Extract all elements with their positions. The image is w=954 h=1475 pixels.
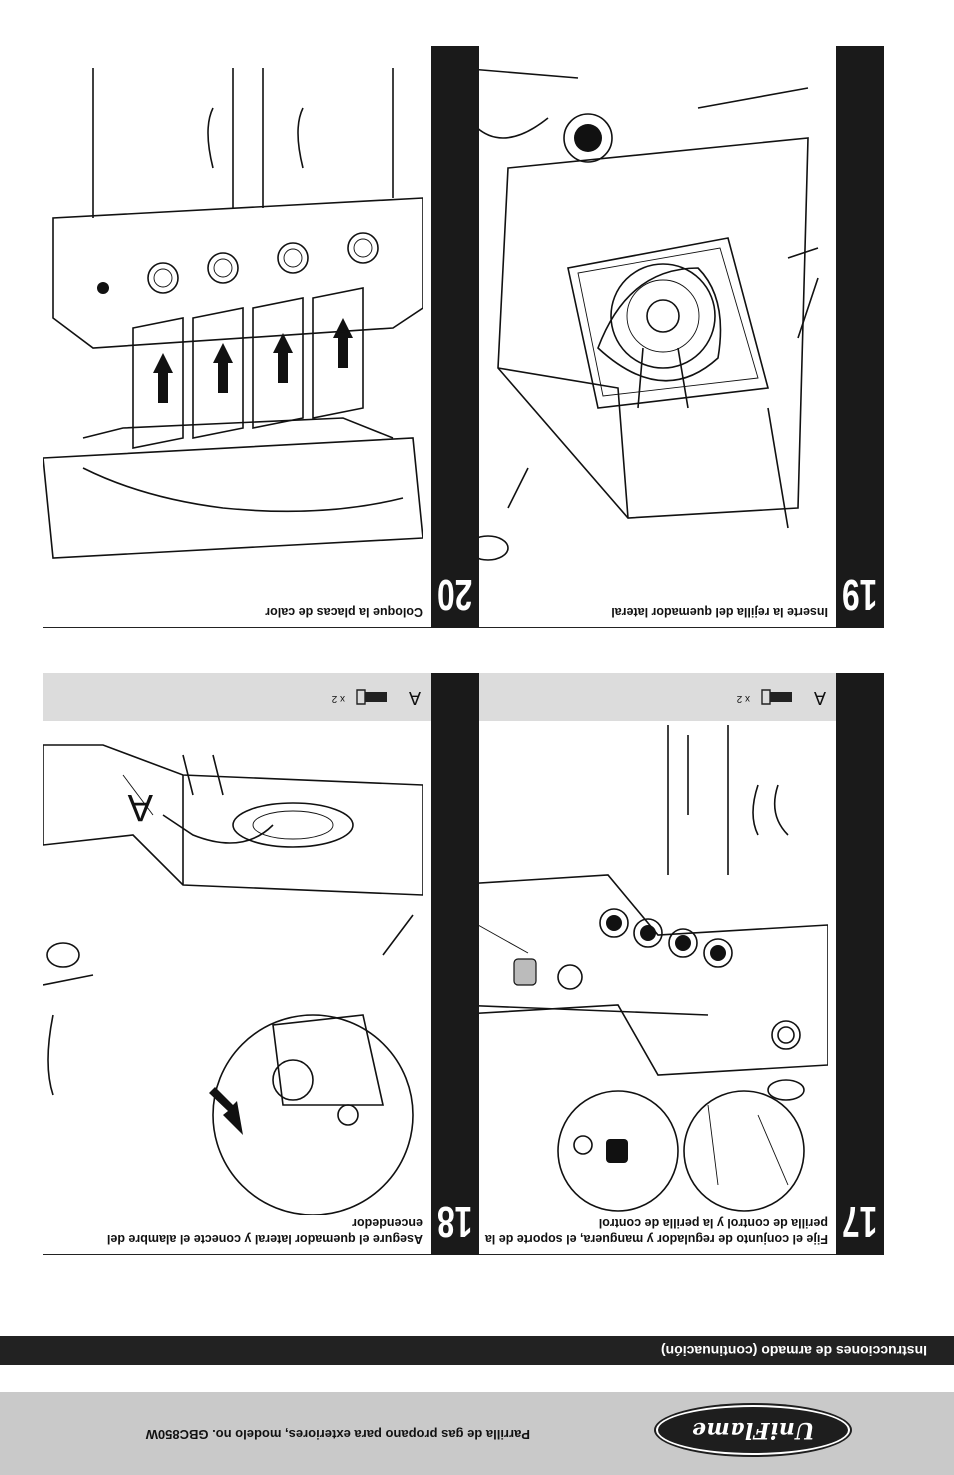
step-caption: Fije el conjunto de regulador y manguera… bbox=[484, 1216, 828, 1246]
step-18-illustration: A bbox=[43, 744, 423, 1215]
footer-band: UniFlame Parrilla de gas propano para ex… bbox=[0, 1392, 954, 1475]
step-number: 18 bbox=[437, 1197, 473, 1246]
bolt-icon bbox=[761, 689, 792, 705]
step-number-band: 20 bbox=[431, 46, 479, 628]
step-19: 19 Inserte la rejilla del quemador later… bbox=[448, 46, 884, 628]
brand-logo-text: UniFlame bbox=[691, 1417, 815, 1443]
step-number-band: 17 bbox=[836, 673, 884, 1255]
callout-letter: A bbox=[127, 786, 153, 828]
step-number: 17 bbox=[842, 1197, 878, 1246]
bolt-icon bbox=[356, 689, 387, 705]
step-18: 18 Asegure el quemador lateral y conecte… bbox=[43, 673, 479, 1255]
step-caption: Coloque la placas de calor bbox=[265, 605, 423, 619]
front-knobs bbox=[97, 232, 379, 294]
step-number-band: 18 bbox=[431, 673, 479, 1255]
step-divider bbox=[43, 1254, 479, 1255]
hardware-quantity: x 2 bbox=[331, 693, 345, 704]
section-header: Instrucciones de armado (continuación) bbox=[0, 1336, 954, 1365]
step-divider bbox=[448, 627, 884, 628]
inset-circle bbox=[683, 1090, 805, 1212]
step-caption: Asegure el quemador lateral y conecte el… bbox=[106, 1216, 423, 1246]
step-20: 20 Coloque la placas de calor bbox=[43, 46, 479, 628]
control-knobs bbox=[599, 908, 733, 968]
step-number: 20 bbox=[437, 570, 473, 619]
section-title: Instrucciones de armado (continuación) bbox=[660, 1343, 927, 1359]
heat-plates bbox=[132, 287, 364, 449]
step-17: 17 Fije el conjunto de regulador y mangu… bbox=[448, 673, 884, 1255]
hardware-panel: A x 2 bbox=[43, 673, 431, 721]
step-20-illustration bbox=[43, 68, 423, 559]
step-number-band: 19 bbox=[836, 46, 884, 628]
hardware-letter: A bbox=[813, 688, 826, 708]
step-divider bbox=[43, 627, 479, 628]
step-number: 19 bbox=[842, 570, 878, 619]
insert-arrows bbox=[153, 318, 353, 403]
step-caption: Inserte la rejilla del quemador lateral bbox=[611, 605, 828, 619]
hardware-panel: A x 2 bbox=[448, 673, 836, 721]
step-17-illustration: A bbox=[448, 725, 828, 1212]
hardware-quantity: x 2 bbox=[736, 693, 750, 704]
hardware-letter: A bbox=[408, 688, 421, 708]
product-subtitle: Parrilla de gas propano para exteriores,… bbox=[145, 1427, 530, 1442]
inset-circle bbox=[557, 1090, 679, 1212]
step-19-illustration bbox=[457, 67, 819, 561]
brand-logo: UniFlame bbox=[656, 1405, 850, 1455]
inset-circle bbox=[212, 1014, 414, 1215]
step-divider bbox=[448, 1254, 884, 1255]
